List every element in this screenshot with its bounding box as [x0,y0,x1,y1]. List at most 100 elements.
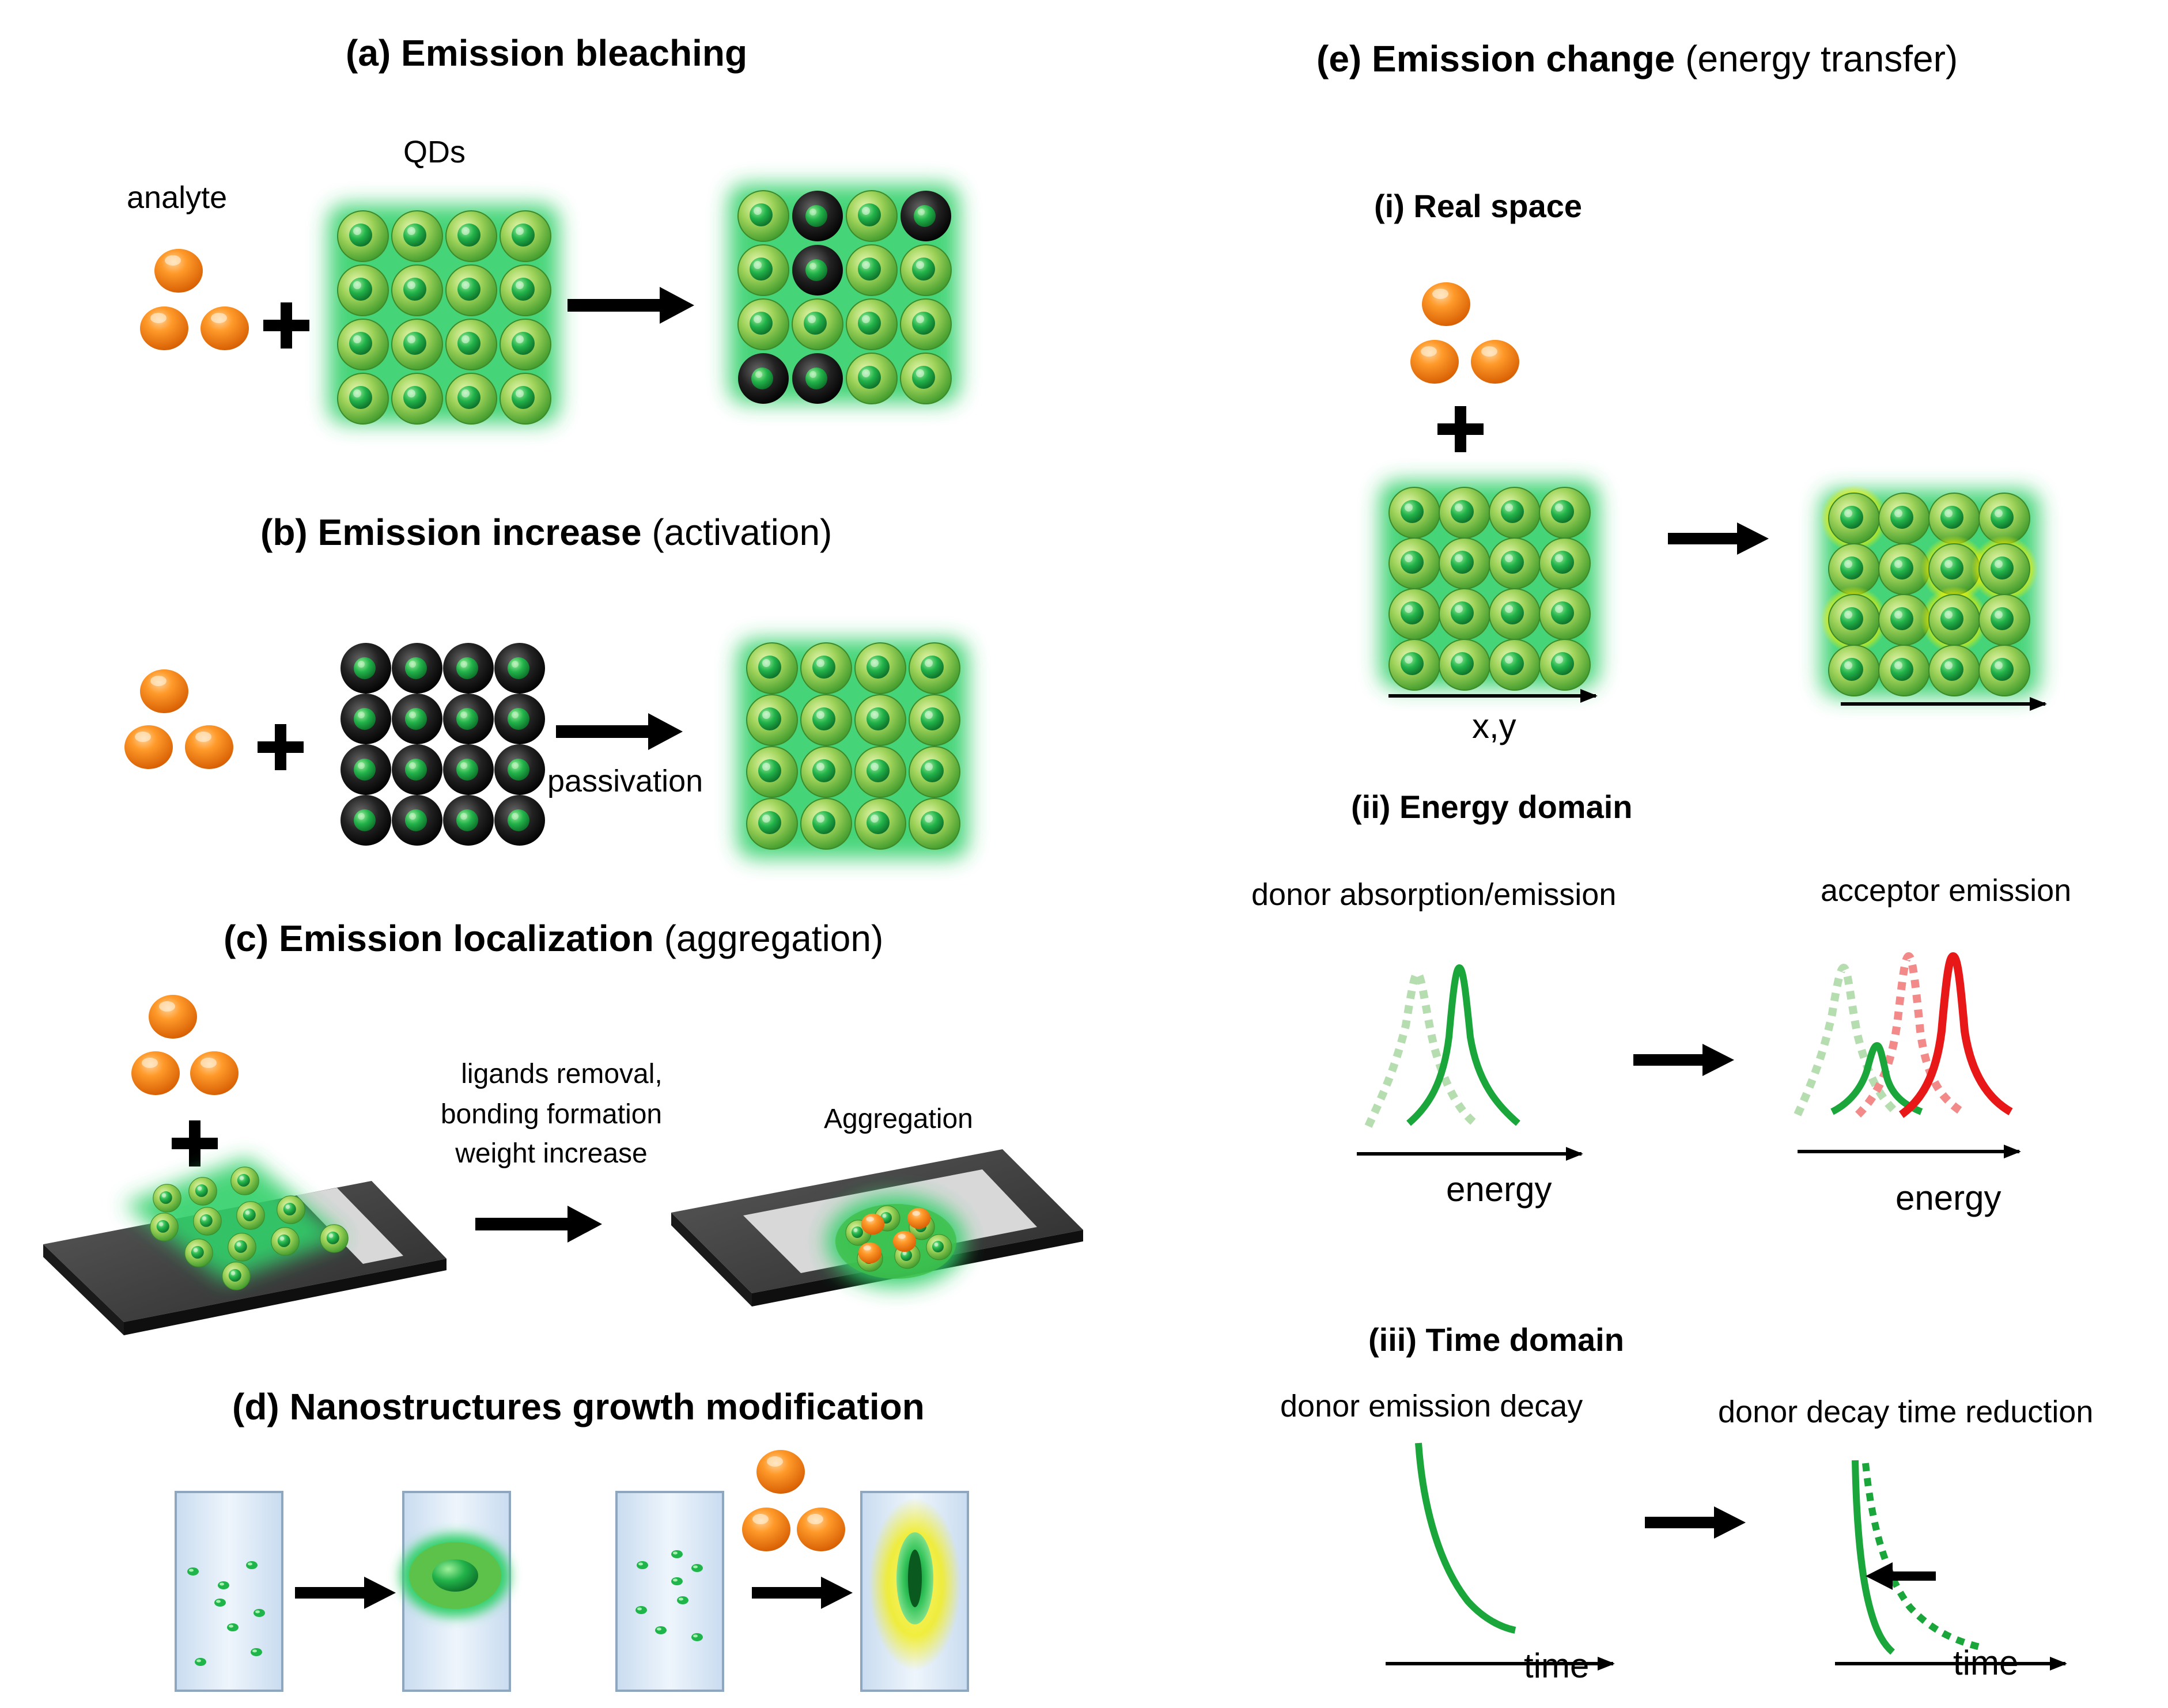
qd-sphere-icon [1928,645,1980,696]
qd-sphere-icon [1388,639,1440,691]
qd-sphere-icon [1388,487,1440,539]
quenched-qd-icon [392,694,442,744]
qd-sphere-icon [1978,543,2030,595]
qd-sphere-icon [1388,588,1440,640]
qd-film-c [124,1158,349,1290]
analyte-cluster-a [140,249,249,350]
passivation-label: passivation [547,764,703,798]
arrow-right-icon [1668,522,1769,555]
panel-e-energy-domain [1357,952,2021,1161]
panel-d [175,1450,969,1692]
quenched-qd-icon [792,353,843,404]
vial-icon [175,1491,283,1692]
spherical-nanostructure [400,1534,510,1617]
analyte-sphere-icon [140,669,188,713]
qd-sphere-icon [854,798,906,850]
weight-increase-label: weight increase [455,1138,648,1169]
quenched-qd-icon [443,694,494,744]
qd-sphere-icon [737,298,789,350]
qd-sphere-icon [854,694,906,746]
energy-axis-label-left: energy [1446,1170,1552,1209]
qd-sphere-icon [445,319,497,370]
plus-icon [258,724,304,770]
qd-sphere-icon [184,1239,213,1267]
analyte-cluster-d [742,1450,845,1551]
arrow-left-icon [1866,1562,1936,1590]
qd-array-e-before [1380,481,1599,691]
time-axis-label-left: time [1524,1646,1590,1685]
acceptor-emission-curve [1898,952,2013,1118]
donor-decay-time-reduction-label: donor decay time reduction [1718,1395,2094,1429]
plus-icon [1437,406,1484,452]
qd-sphere-icon [846,244,898,296]
qd-sphere-icon [1539,537,1591,589]
analyte-sphere-icon [858,1242,882,1264]
analyte-cluster-c [131,995,239,1095]
analyte-sphere-icon [140,306,188,350]
energy-axis-label-right: energy [1895,1179,2001,1217]
donor-absorption-dotted-curve [1794,963,1898,1116]
qd-sphere-icon [337,319,389,370]
plus-icon [172,1120,218,1167]
qd-sphere-icon [1978,645,2030,696]
quenched-qd-icon [340,643,391,694]
analyte-sphere-icon [892,1230,917,1252]
qd-sphere-icon [500,210,551,262]
qd-sphere-icon [1539,487,1591,539]
analyte-sphere-icon [200,306,249,350]
qd-sphere-icon [800,642,852,694]
arrow-right-icon [567,287,694,324]
analyte-sphere-icon [797,1508,845,1551]
analyte-label: analyte [127,180,228,215]
qd-sphere-icon [230,1167,259,1195]
time-plot-left [1386,1442,1615,1671]
quenched-qd-icon [792,245,843,296]
panel-e-title: (e) Emission change (energy transfer) [1316,37,1958,80]
quenched-qd-icon [738,353,789,404]
qd-sphere-icon [153,1184,181,1213]
acceptor-emission-label: acceptor emission [1821,873,2072,908]
qd-array-b-before [340,643,545,846]
qd-array-e-after [1821,485,2040,697]
qd-sphere-icon [236,1201,265,1230]
qd-sphere-icon [445,264,497,316]
energy-plot-left [1357,964,1583,1161]
qd-sphere-icon [1828,493,1880,544]
plus-icon [263,302,309,349]
analyte-sphere-icon [149,995,197,1039]
analyte-sphere-icon [131,1051,180,1095]
quenched-qd-icon [443,795,494,846]
qd-sphere-icon [909,798,960,850]
panel-b-title-rest: (activation) [641,512,833,553]
substrate-slide-icon [43,1158,447,1335]
qd-sphere-icon [150,1213,179,1241]
panel-c-title-bold: (c) Emission localization [224,918,654,959]
qd-sphere-icon [337,210,389,262]
analyte-cluster-e [1410,282,1519,384]
time-axis-label-right: time [1953,1643,2019,1682]
qd-sphere-icon [1828,594,1880,646]
quenched-qd-icon [443,643,494,694]
reduced-decay-curve [1852,1460,1895,1655]
panel-e-time-domain [1386,1442,2067,1671]
aggregation-label: Aggregation [824,1104,973,1134]
donor-decay-curve [1415,1442,1516,1634]
quenched-qd-icon [443,744,494,795]
qd-sphere-icon [846,353,898,404]
qd-sphere-icon [1878,645,1930,696]
qd-sphere-icon [746,798,798,850]
analyte-sphere-icon [1410,340,1459,384]
quenched-qd-icon [494,643,545,694]
donor-absorption-dotted-curve [1364,969,1478,1128]
panel-c [43,995,1083,1335]
arrow-right-icon [295,1577,396,1609]
xy-axis-label: x,y [1472,707,1516,745]
panel-b-title-bold: (b) Emission increase [260,512,642,553]
quenched-donor-emission-curve [1830,1042,1923,1115]
panel-a-title-bold: (a) Emission bleaching [346,32,748,74]
reference-decay-dotted-curve [1862,1463,1983,1651]
qd-sphere-icon [500,373,551,425]
qd-sphere-icon [900,244,952,296]
panel-a-title: (a) Emission bleaching [346,32,747,74]
panel-e-title-rest: (energy transfer) [1675,38,1958,79]
